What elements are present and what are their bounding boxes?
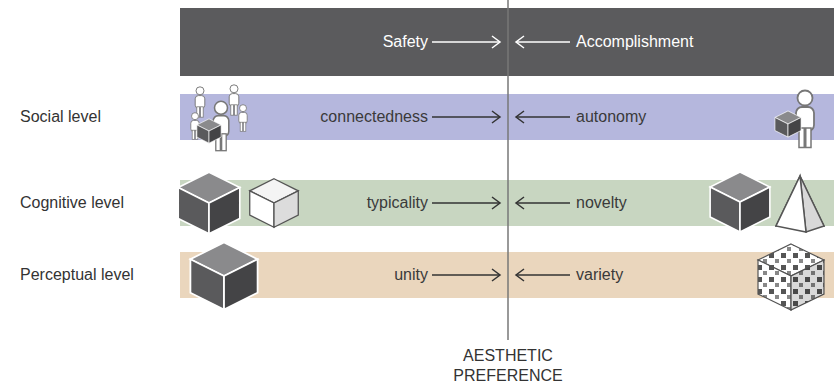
level-label: Cognitive level bbox=[20, 193, 124, 212]
level-label: Social level bbox=[20, 107, 101, 126]
axis-label: AESTHETIC PREFERENCE bbox=[443, 346, 573, 386]
pole-label: connectedness bbox=[320, 107, 428, 126]
level-band: Social levelconnectednessautonomy bbox=[180, 94, 834, 140]
pole-label: typicality bbox=[367, 193, 428, 212]
header-band: Safety Accomplishment bbox=[180, 8, 834, 76]
pole-label: unity bbox=[394, 265, 428, 284]
pole-label: autonomy bbox=[576, 107, 646, 126]
goal-label: Safety bbox=[383, 32, 428, 51]
goal-label: Accomplishment bbox=[576, 32, 693, 51]
level-band: Cognitive leveltypicalitynovelty bbox=[180, 180, 834, 226]
level-band: Perceptual levelunityvariety bbox=[180, 252, 834, 298]
pole-label: novelty bbox=[576, 193, 627, 212]
pole-label: variety bbox=[576, 265, 623, 284]
level-label: Perceptual level bbox=[20, 265, 134, 284]
